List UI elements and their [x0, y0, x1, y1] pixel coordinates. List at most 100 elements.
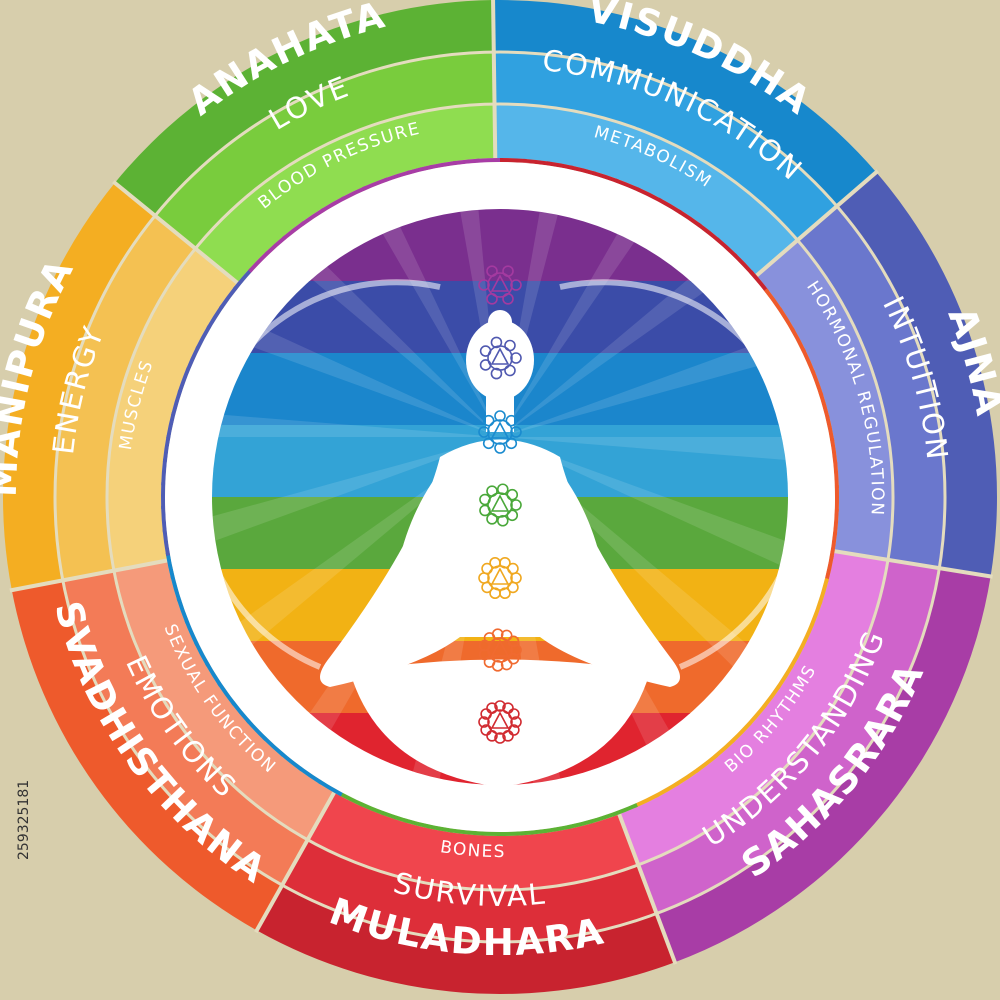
ring-inner-svadhisthana — [113, 560, 335, 840]
chakra-symbol-icon — [478, 556, 522, 600]
center-rim-arc — [825, 414, 835, 442]
stock-image-id: 259325181 — [16, 780, 32, 860]
center-rim-arc — [298, 766, 323, 785]
center-rim-arc — [170, 575, 182, 602]
segment-divider — [112, 180, 239, 285]
ring-outer-manipura — [2, 182, 156, 591]
chakra-segment-svadhisthana — [11, 560, 335, 931]
center-rim-arc — [777, 307, 796, 333]
segment-divider — [9, 558, 168, 593]
ring-inner-muladhara — [307, 792, 639, 890]
center-rim-arc — [231, 700, 252, 724]
chakra-segment-muladhara — [256, 792, 675, 995]
center-rim-arc — [162, 435, 171, 462]
center-rim-arc — [592, 171, 619, 184]
chakra-symbol-icon — [478, 628, 522, 672]
center-rim-arc — [161, 505, 167, 533]
glass-highlight — [212, 279, 441, 670]
center-rim-arc — [788, 643, 805, 670]
center-rim-arc — [799, 622, 815, 649]
center-rim-arc — [817, 578, 829, 605]
center-rim-arc — [384, 170, 411, 183]
center-rim-arc — [381, 810, 408, 823]
ring-middle-manipura — [54, 215, 196, 581]
ring-outer-anahata — [114, 0, 494, 216]
center-rim-arc — [218, 285, 238, 310]
center-rim-arc — [824, 555, 834, 582]
ring-outer-muladhara — [256, 885, 675, 995]
center-rim-arc — [217, 681, 237, 706]
glass-highlight — [559, 279, 788, 670]
chakra-symbol-icon — [479, 483, 522, 527]
light-ray — [500, 300, 788, 437]
center-rim-arc — [426, 824, 454, 833]
center-rim-arc — [246, 718, 268, 741]
center-rim-arc — [694, 753, 718, 773]
center-rim-arc — [232, 267, 254, 291]
center-rim-arc — [566, 819, 594, 830]
center-rim-arc — [204, 661, 223, 687]
ring-inner-ajna — [756, 240, 894, 560]
segment-divider — [617, 813, 678, 965]
center-rim-arc — [776, 664, 794, 690]
center-rim-arc — [636, 187, 662, 203]
center-rim-arc — [166, 412, 176, 439]
center-rim-arc — [520, 828, 548, 836]
ring-divider — [105, 102, 895, 892]
center-rim-arc — [185, 345, 201, 372]
chakra-symbol-icon — [478, 265, 522, 305]
center-rim-arc — [476, 158, 503, 163]
ring-outer-visuddha — [493, 0, 877, 207]
ring-divider — [53, 50, 947, 944]
segment-divider — [491, 0, 498, 159]
center-rim-arc — [746, 703, 768, 727]
ring-outer-sahasrara — [656, 568, 991, 963]
light-ray — [212, 405, 500, 437]
center-rim-arc — [406, 164, 434, 175]
center-rim-arc — [832, 508, 839, 536]
center-rim-arc — [340, 186, 367, 202]
chakra-segment-manipura — [2, 182, 238, 591]
center-rim-arc — [790, 327, 806, 353]
center-rim-arc — [818, 392, 830, 419]
center-rim-arc — [523, 158, 551, 166]
center-rim-arc — [829, 438, 838, 465]
ring-outer-ajna — [836, 172, 998, 577]
center-rim-arc — [809, 600, 823, 627]
center-rim-arc — [320, 196, 346, 213]
center-rim-arc — [282, 221, 306, 241]
center-rim-arc — [546, 161, 574, 170]
center-rim-arc — [362, 177, 389, 191]
light-ray — [500, 437, 788, 469]
center-rim-arc — [194, 641, 210, 667]
light-ray — [212, 437, 500, 574]
center-rim-arc — [195, 324, 212, 351]
light-ray — [212, 437, 500, 695]
center-rim-arc — [543, 824, 571, 834]
center-rim-arc — [160, 482, 166, 509]
center-rim-arc — [176, 597, 190, 624]
center-rim-arc — [452, 158, 480, 166]
segment-divider — [755, 169, 880, 278]
chakra-symbol-icon — [478, 700, 522, 744]
center-rim-arc — [657, 197, 683, 215]
center-rim-arc — [633, 792, 660, 808]
ring-middle-svadhisthana — [62, 570, 308, 886]
center-rim-arc — [403, 818, 431, 829]
center-rim-arc — [762, 684, 782, 709]
ring-outer-svadhisthana — [11, 580, 283, 931]
light-ray — [300, 209, 500, 437]
center-rim-arc — [264, 235, 287, 257]
center-rim-arc — [338, 791, 364, 807]
center-rim-arc — [171, 389, 183, 416]
chakra-segment-anahata — [114, 0, 496, 283]
ring-inner-anahata — [195, 104, 496, 283]
chakra-segment-ajna — [756, 172, 998, 577]
ring-inner-manipura — [107, 248, 238, 571]
segment-divider — [834, 549, 993, 579]
center-rim-arc — [449, 828, 477, 836]
